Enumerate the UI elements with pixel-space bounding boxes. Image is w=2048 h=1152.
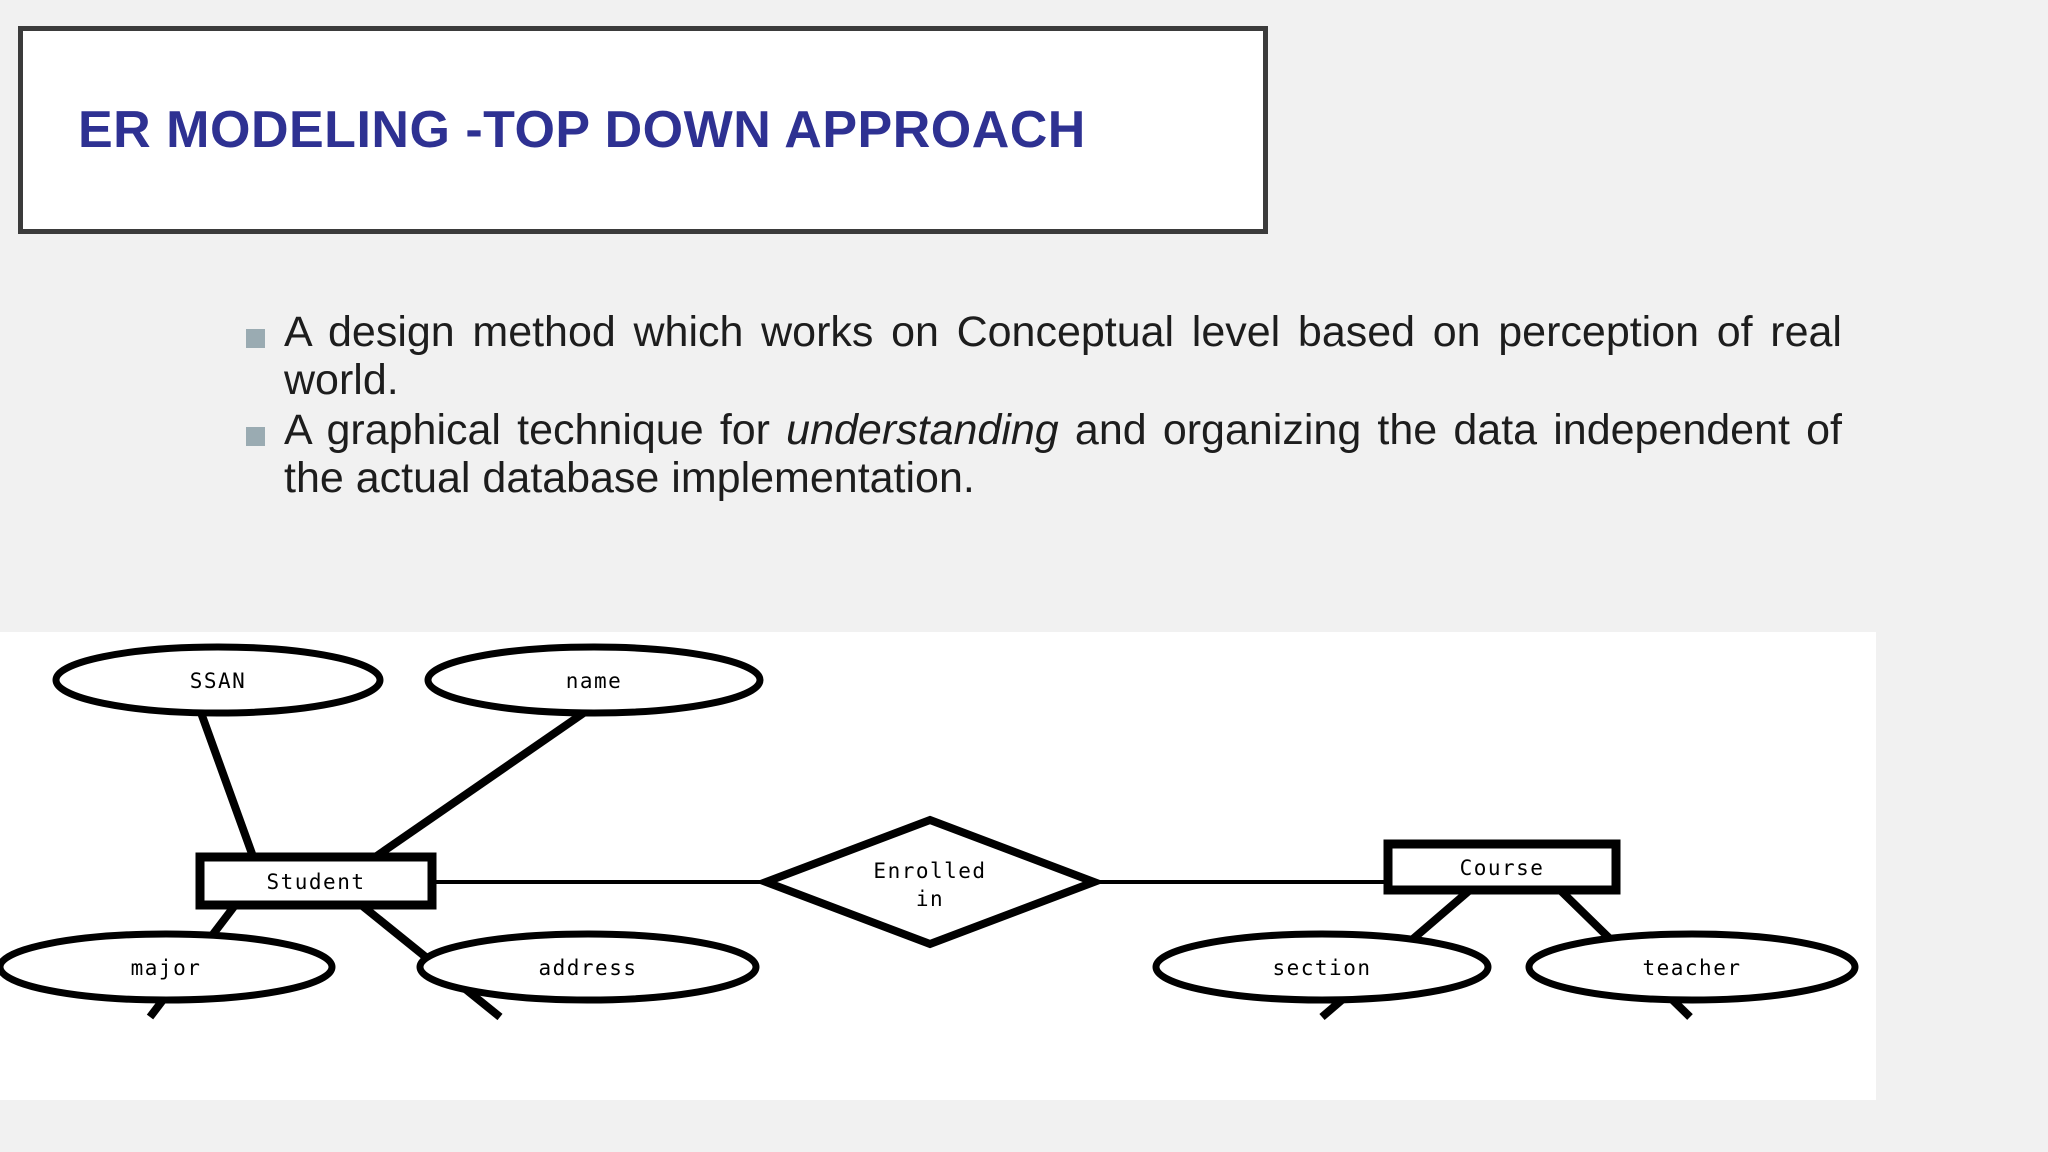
relationship-diamond-enrolled-in [754,815,1106,949]
attribute-ellipse-major [0,930,336,1004]
attribute-label-name: name [566,669,623,693]
entity-label-student: Student [266,870,365,894]
bullet-2-text-lead: A graphical technique for [284,406,787,455]
attribute-ellipse-section [1152,930,1492,1004]
attribute-ellipse-name [424,643,764,717]
er-diagram-panel: SSAN name major address section teacher … [0,632,1876,1100]
attribute-label-ssan: SSAN [190,669,247,693]
bullet-text-1: A design method which works on Conceptua… [284,308,1842,404]
attribute-label-address: address [538,956,637,980]
entity-nodes: Student Course [195,839,1621,910]
page-title: ER MODELING -TOP DOWN APPROACH [78,101,1086,159]
relationship-node-enrolled-in: Enrolled in [754,815,1106,949]
connector-ssan-student [196,708,259,864]
attribute-label-major: major [131,956,202,980]
attribute-nodes: SSAN name major address section teacher [0,643,1859,1004]
square-bullet-icon [246,427,265,447]
entity-rect-student [195,852,437,910]
bullet-2-emphasis: understanding [786,406,1059,455]
attribute-label-teacher: teacher [1642,956,1741,980]
title-box: ER MODELING -TOP DOWN APPROACH [18,26,1268,234]
attribute-label-section: section [1272,956,1371,980]
relationship-label-line2: in [916,887,944,911]
entity-rect-course [1383,839,1621,895]
attribute-ellipse-address [416,930,760,1004]
bullet-list: A design method which works on Conceptua… [240,308,1842,505]
bullet-text-2: A graphical technique for understanding … [284,406,1842,502]
er-diagram: SSAN name major address section teacher … [0,643,1859,1021]
list-item: A graphical technique for understanding … [240,406,1842,502]
square-bullet-icon [246,329,265,348]
bullet-2-text-tail: and organizing the data independent of t… [284,406,1842,503]
bullet-1-text: A design method which works on Conceptua… [284,308,1842,405]
relationship-label-line1: Enrolled [873,859,986,883]
connector-name-student [365,706,591,866]
attribute-ellipse-teacher [1525,930,1859,1004]
list-item: A design method which works on Conceptua… [240,308,1842,404]
attribute-ellipse-ssan [52,643,384,717]
entity-label-course: Course [1460,856,1545,880]
